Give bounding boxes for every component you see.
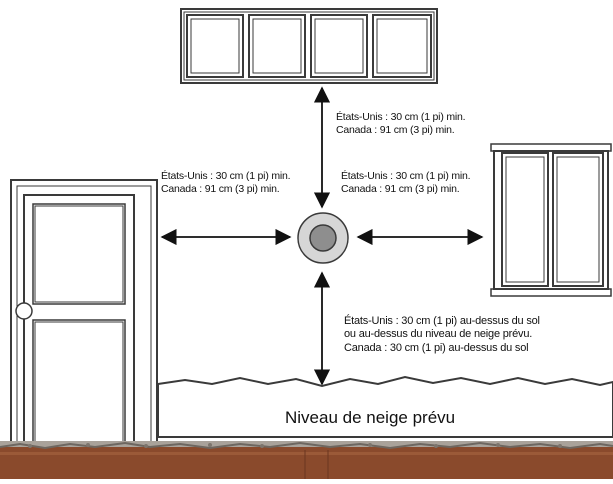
clearance-label-line: États-Unis : 30 cm (1 pi) min. (161, 170, 291, 182)
clearance-label-line: Canada : 91 cm (3 pi) min. (341, 182, 460, 195)
clearance-label-line: Canada : 30 cm (1 pi) au-dessus du sol (344, 341, 529, 354)
top-window-pane (372, 14, 432, 78)
clearance-label-left: États-Unis : 30 cm (1 pi) min. Canada : … (161, 170, 291, 196)
door-knob (15, 302, 33, 320)
clearance-label-line: Canada : 91 cm (3 pi) min. (336, 123, 455, 136)
door (10, 179, 158, 475)
clearance-label-line: Canada : 91 cm (3 pi) min. (161, 182, 280, 195)
clearance-label-right: États-Unis : 30 cm (1 pi) min. Canada : … (341, 170, 471, 196)
clearance-label-line: États-Unis : 30 cm (1 pi) min. (341, 170, 471, 182)
vent-terminal (297, 212, 349, 264)
clearance-label-below: États-Unis : 30 cm (1 pi) au-dessus du s… (344, 315, 540, 355)
clearance-label-above: États-Unis : 30 cm (1 pi) min. Canada : … (336, 111, 466, 137)
clearance-label-line: ou au-dessus du niveau de neige prévu. (344, 328, 533, 341)
ground (0, 441, 613, 479)
top-window (180, 8, 438, 84)
top-window-pane (248, 14, 306, 78)
snow-level (157, 375, 613, 438)
clearance-label-line: États-Unis : 30 cm (1 pi) min. (336, 111, 466, 123)
top-window-pane (310, 14, 368, 78)
top-window-pane (186, 14, 244, 78)
snow-level-label: Niveau de neige prévu (285, 408, 456, 427)
side-window (490, 143, 612, 297)
clearance-label-line: États-Unis : 30 cm (1 pi) au-dessus du s… (344, 315, 540, 327)
